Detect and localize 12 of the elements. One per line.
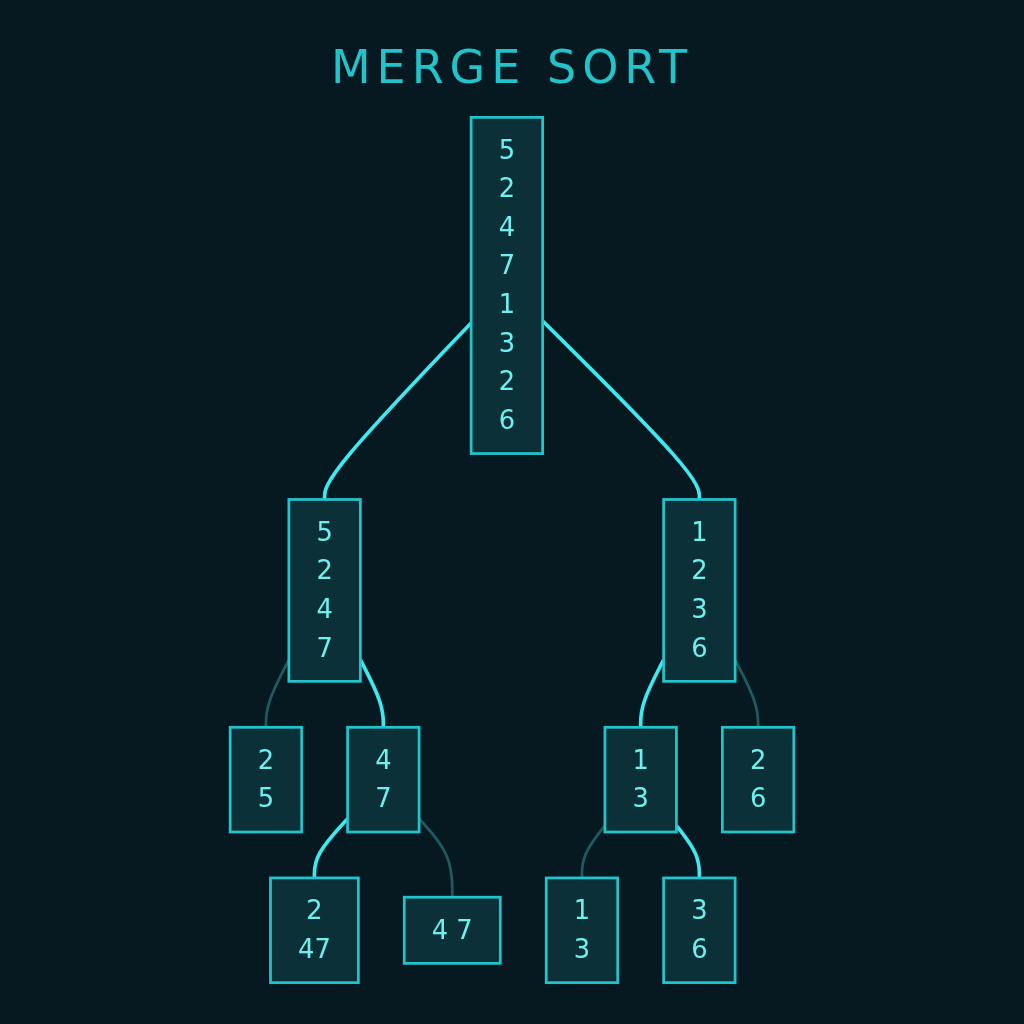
node-box: 3 6 [662, 876, 737, 985]
node-box: 1 2 3 6 [662, 498, 737, 683]
node-box: 2 5 [228, 725, 304, 834]
node-box: 1 3 [544, 876, 620, 985]
node-box: 2 47 [269, 876, 360, 985]
node-box: 4 7 [402, 895, 502, 965]
node-box: 1 3 [603, 725, 678, 834]
node-box: 4 7 [346, 725, 421, 834]
node-box: 2 6 [720, 725, 796, 834]
node-box: 5 2 4 7 1 3 2 6 [469, 115, 544, 455]
diagram-title: MERGE SORT [329, 39, 695, 96]
node-box: 5 2 4 7 [287, 498, 362, 683]
